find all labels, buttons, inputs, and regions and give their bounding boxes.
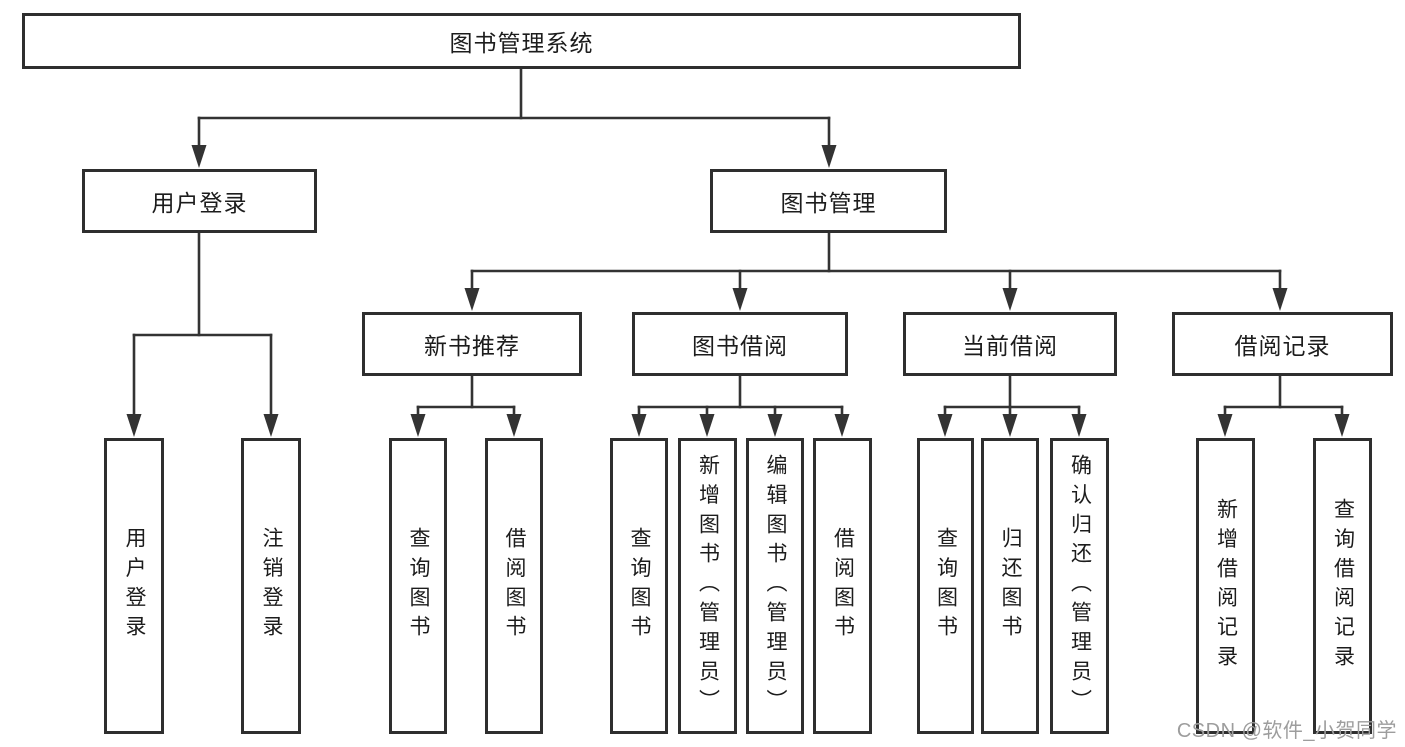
node-label-cb-return: 归还图书 — [999, 527, 1022, 645]
arrowhead-icon — [1272, 288, 1288, 311]
node-label-cb-query: 查询图书 — [934, 527, 958, 645]
node-label-bb-add: 新增图书（管理员） — [696, 453, 720, 719]
node-label-bb-borrow: 借阅图书 — [831, 527, 855, 645]
node-current-borrow: 当前借阅 — [903, 312, 1117, 376]
node-nb-query: 查询图书 — [389, 438, 447, 734]
arrowhead-icon — [1002, 414, 1018, 437]
node-login-user: 用户登录 — [104, 438, 164, 734]
arrowhead-icon — [767, 414, 783, 437]
node-label-login-user: 用户登录 — [123, 527, 146, 645]
node-book-borrow: 图书借阅 — [632, 312, 848, 376]
node-cb-return: 归还图书 — [981, 438, 1039, 734]
node-new-book-rec: 新书推荐 — [362, 312, 582, 376]
arrowhead-icon — [1217, 414, 1233, 437]
node-bb-add: 新增图书（管理员） — [678, 438, 737, 734]
arrowhead-icon — [126, 414, 142, 437]
node-user-login: 用户登录 — [82, 169, 317, 233]
node-br-add: 新增借阅记录 — [1196, 438, 1255, 734]
node-borrow-records: 借阅记录 — [1172, 312, 1393, 376]
node-label-new-book-rec: 新书推荐 — [424, 333, 520, 359]
arrowhead-icon — [506, 414, 522, 437]
arrowhead-icon — [937, 414, 953, 437]
node-label-br-add: 新增借阅记录 — [1214, 497, 1238, 675]
arrowhead-icon — [631, 414, 647, 437]
node-book-mgmt: 图书管理 — [710, 169, 947, 233]
arrowhead-icon — [410, 414, 426, 437]
node-bb-query: 查询图书 — [610, 438, 668, 734]
arrowhead-icon — [191, 145, 207, 168]
node-root: 图书管理系统 — [22, 13, 1021, 69]
node-label-cb-confirm: 确认归还（管理员） — [1068, 453, 1092, 719]
node-label-nb-borrow: 借阅图书 — [503, 527, 526, 645]
node-br-query: 查询借阅记录 — [1313, 438, 1372, 734]
node-logout: 注销登录 — [241, 438, 301, 734]
arrowhead-icon — [732, 288, 748, 311]
arrowhead-icon — [1071, 414, 1087, 437]
node-nb-borrow: 借阅图书 — [485, 438, 543, 734]
arrowhead-icon — [834, 414, 850, 437]
node-label-book-mgmt: 图书管理 — [780, 190, 877, 216]
node-label-nb-query: 查询图书 — [407, 527, 430, 645]
node-label-current-borrow: 当前借阅 — [962, 333, 1058, 359]
arrowhead-icon — [699, 414, 715, 437]
node-bb-edit: 编辑图书（管理员） — [746, 438, 804, 734]
node-label-logout: 注销登录 — [260, 527, 283, 645]
node-label-user-login: 用户登录 — [151, 190, 248, 216]
arrowhead-icon — [1002, 288, 1018, 311]
arrowhead-icon — [821, 145, 837, 168]
node-cb-confirm: 确认归还（管理员） — [1050, 438, 1109, 734]
node-label-br-query: 查询借阅记录 — [1331, 497, 1355, 675]
node-bb-borrow: 借阅图书 — [813, 438, 872, 734]
arrowhead-icon — [464, 288, 480, 311]
node-label-bb-query: 查询图书 — [628, 527, 651, 645]
node-label-book-borrow: 图书借阅 — [692, 333, 788, 359]
arrowhead-icon — [263, 414, 279, 437]
node-cb-query: 查询图书 — [917, 438, 974, 734]
node-label-bb-edit: 编辑图书（管理员） — [764, 453, 787, 719]
node-label-root: 图书管理系统 — [449, 30, 594, 56]
node-label-borrow-records: 借阅记录 — [1234, 333, 1331, 359]
watermark-text: CSDN @软件_小贺同学 — [1176, 720, 1397, 742]
arrowhead-icon — [1334, 414, 1350, 437]
